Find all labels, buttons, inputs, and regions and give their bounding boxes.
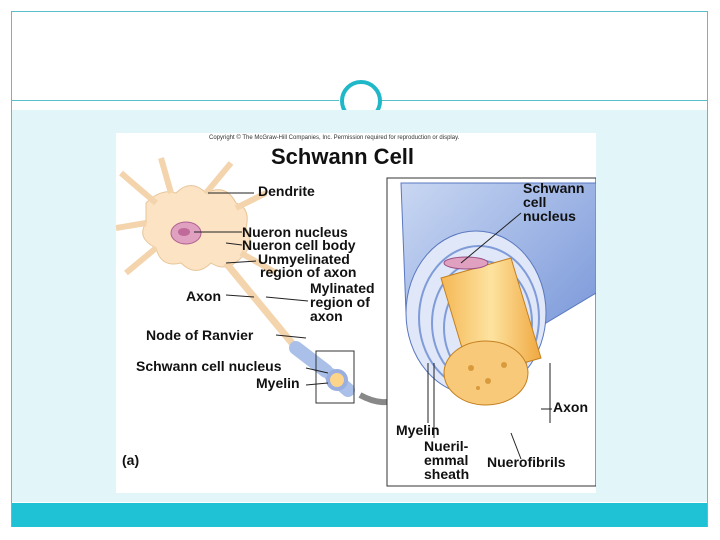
label-myelinated-line-3: axon: [310, 310, 343, 323]
label-neurilemma-line-3: sheath: [424, 468, 469, 481]
label-neurofibrils: Nuerofibrils: [487, 456, 566, 469]
label-schwann-cell-nucleus-left: Schwann cell nucleus: [136, 360, 282, 373]
neuron-cell-body: [116, 158, 276, 273]
label-axon-left: Axon: [186, 290, 221, 303]
label-dendrite: Dendrite: [258, 185, 315, 198]
enlarged-myelin-cross-section: [387, 178, 596, 486]
label-myelin-left: Myelin: [256, 377, 300, 390]
title-divider-right: [381, 100, 707, 101]
label-panel-letter: (a): [122, 454, 139, 467]
copyright-notice: Copyright © The McGraw-Hill Companies, I…: [209, 135, 459, 141]
label-node-of-ranvier: Node of Ranvier: [146, 329, 253, 342]
label-schwann-line-3: nucleus: [523, 210, 576, 223]
footer-bar: [12, 503, 707, 527]
title-divider-left: [12, 100, 339, 101]
schwann-cell-figure: Copyright © The McGraw-Hill Companies, I…: [116, 133, 596, 493]
figure-title: Schwann Cell: [271, 144, 414, 170]
label-unmyelinated-line-2: region of axon: [260, 266, 356, 279]
label-axon-right: Axon: [553, 401, 588, 414]
label-myelin-right: Myelin: [396, 424, 440, 437]
